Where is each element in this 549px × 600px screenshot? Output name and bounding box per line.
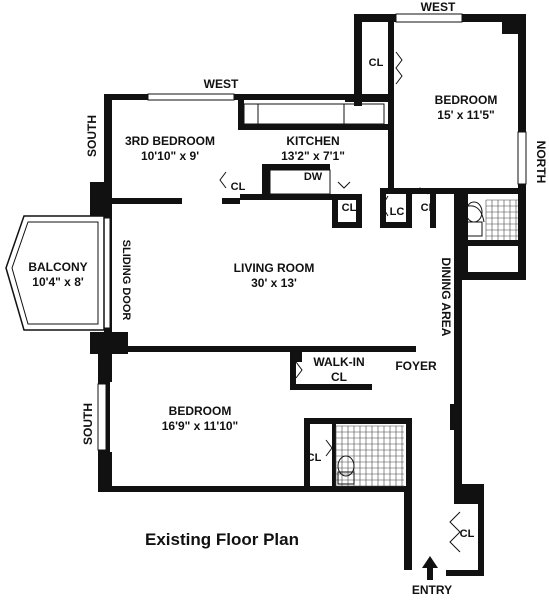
- closet-label-hall: CL: [421, 202, 436, 214]
- direction-south-top: SOUTH: [85, 115, 99, 157]
- window-ne-bedroom: [395, 13, 463, 23]
- closet-label-entry: CL: [460, 528, 475, 540]
- balcony-size: 10'4" x 8': [32, 275, 84, 289]
- ne-bedroom-name: BEDROOM: [435, 93, 498, 107]
- window-sw-bedroom: [97, 383, 107, 451]
- direction-north: NORTH: [534, 141, 548, 184]
- direction-south-bottom: SOUTH: [81, 403, 95, 445]
- sliding-door-label: SLIDING DOOR: [120, 240, 132, 321]
- window-third-bedroom: [147, 93, 235, 101]
- third-bedroom-name: 3RD BEDROOM: [125, 134, 215, 148]
- walk-in-closet-name: WALK-IN: [313, 355, 364, 369]
- living-room-size: 30' x 13': [251, 276, 297, 290]
- direction-west-ne: WEST: [421, 0, 456, 14]
- kitchen-size: 13'2" x 7'1": [281, 149, 345, 163]
- direction-west-top: WEST: [204, 77, 239, 91]
- closet-label-kitchen: CL: [342, 202, 357, 214]
- sliding-door-glass: [103, 217, 111, 329]
- entry-arrow-icon: [422, 556, 438, 580]
- dining-area-label: DINING AREA: [439, 258, 453, 337]
- windows: [97, 13, 527, 451]
- closet-label-ne: CL: [369, 57, 384, 69]
- foyer-label: FOYER: [395, 359, 437, 373]
- bathroom-sw: [335, 425, 404, 487]
- walk-in-closet-cl: CL: [331, 370, 347, 384]
- door-swings: [219, 51, 485, 553]
- window-ne-bedroom-north: [517, 131, 527, 185]
- dishwasher-label: DW: [304, 171, 323, 183]
- ne-bedroom-size: 15' x 11'5": [437, 108, 494, 122]
- closet-label-third-bedroom: CL: [231, 181, 246, 193]
- kitchen-fixtures: [243, 103, 385, 195]
- linen-closet-label: LC: [390, 206, 405, 218]
- third-bedroom-size: 10'10" x 9': [141, 149, 199, 163]
- sw-bedroom-name: BEDROOM: [169, 404, 232, 418]
- balcony: [5, 215, 105, 331]
- walls: [90, 14, 526, 576]
- living-room-name: LIVING ROOM: [234, 261, 315, 275]
- kitchen-name: KITCHEN: [286, 134, 339, 148]
- balcony-name: BALCONY: [28, 260, 87, 274]
- closet-label-sw-bedroom: CL: [307, 452, 322, 464]
- bathroom-ne: [465, 199, 518, 240]
- sw-bedroom-size: 16'9" x 11'10": [162, 419, 238, 433]
- entry-label: ENTRY: [412, 583, 452, 597]
- plan-title: Existing Floor Plan: [145, 530, 299, 549]
